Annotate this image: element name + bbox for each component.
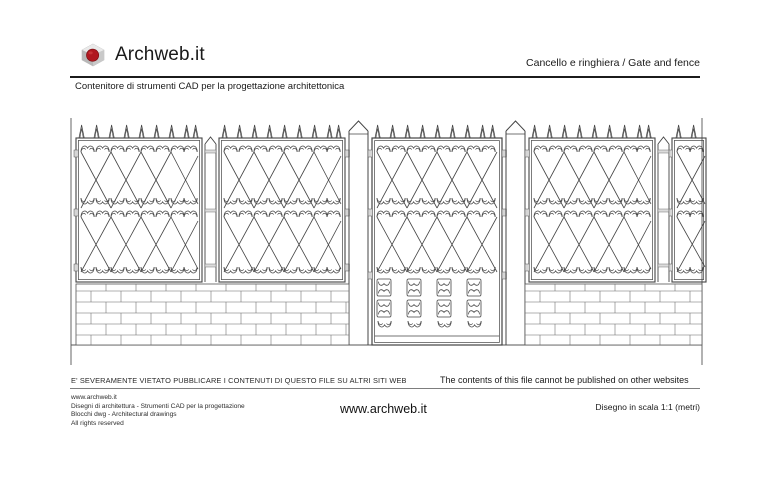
drawing-scale: Disegno in scala 1:1 (metri) — [595, 402, 700, 412]
fence-panel-3 — [524, 124, 656, 283]
gate-pillar-left — [348, 120, 369, 345]
legal-block: www.archweb.it Disegni di architettura -… — [71, 394, 245, 428]
page-header: Archweb.it Cancello e ringhiera / Gate a… — [0, 0, 768, 100]
gate-leaf — [367, 124, 507, 346]
gate-and-fence-drawing — [60, 112, 720, 374]
legal-line-2: Disegni di architettura - Strumenti CAD … — [71, 402, 245, 410]
legal-line-3: Blocchi dwg - Architectural drawings — [71, 411, 177, 419]
gate-lower-scroll-grid — [376, 278, 482, 328]
page-footer: E' SEVERAMENTE VIETATO PUBBLICARE I CONT… — [0, 374, 768, 477]
brand-name: Archweb.it — [115, 44, 205, 65]
fence-post-2 — [657, 136, 670, 282]
brick-wall-right — [524, 283, 703, 346]
footer-divider — [70, 388, 700, 389]
brick-wall-left — [75, 283, 350, 346]
gate-pillar-right — [505, 120, 526, 345]
legal-line-1: www.archweb.it — [71, 394, 117, 401]
copyright-warning-it: E' SEVERAMENTE VIETATO PUBBLICARE I CONT… — [71, 376, 407, 385]
header-divider — [70, 76, 700, 78]
legal-line-4: All rights reserved — [71, 419, 124, 427]
drawing-title: Cancello e ringhiera / Gate and fence — [526, 57, 700, 69]
fence-panel-1 — [73, 124, 203, 283]
fence-post-1 — [204, 136, 217, 282]
archweb-cube-icon — [80, 42, 106, 68]
website-url[interactable]: www.archweb.it — [340, 402, 427, 416]
fence-panel-2 — [218, 124, 350, 283]
copyright-warning-en: The contents of this file cannot be publ… — [440, 375, 689, 385]
fence-panel-4-partial — [668, 124, 707, 283]
brand-logo-group[interactable]: Archweb.it — [80, 42, 205, 68]
header-subtitle: Contenitore di strumenti CAD per la prog… — [75, 81, 345, 92]
